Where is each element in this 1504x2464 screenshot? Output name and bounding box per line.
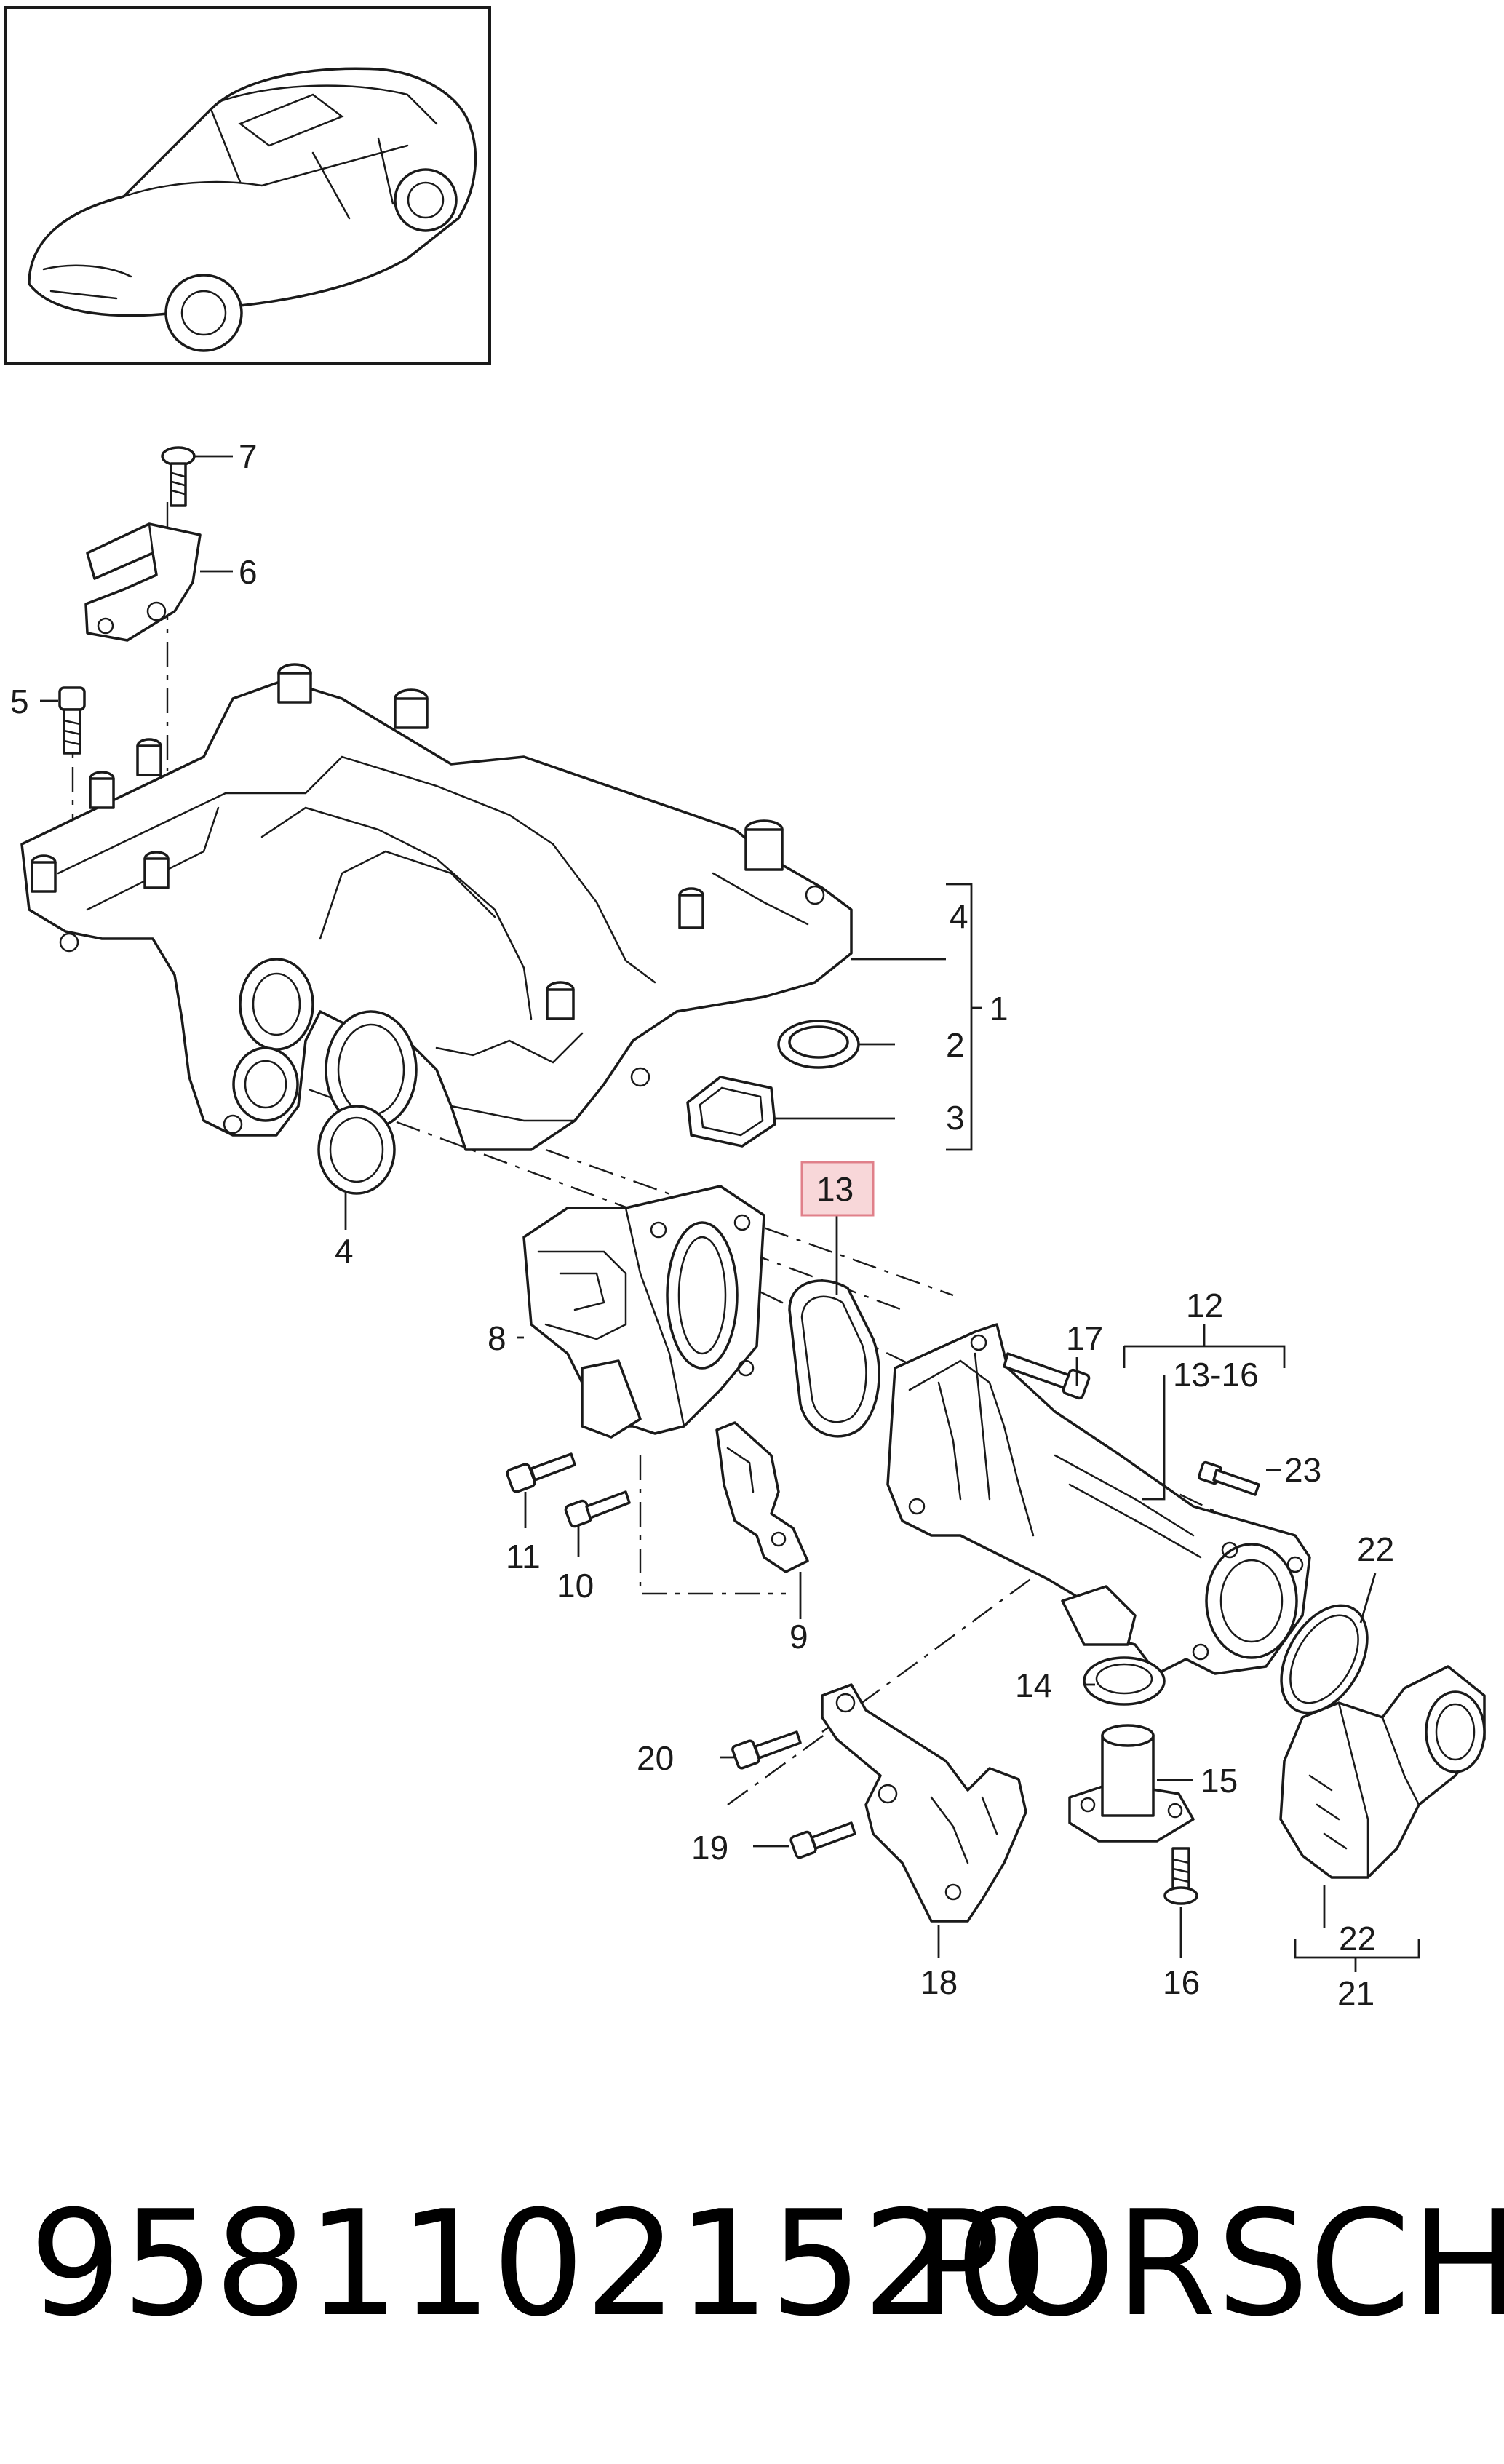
callout-8: 8 [488, 1319, 506, 1357]
part-number: 95811021520 [29, 2179, 1048, 2349]
part-8-throttle-body [522, 1185, 765, 1439]
part-14-seal-ring [1083, 1656, 1166, 1706]
callout-17: 17 [1066, 1319, 1103, 1357]
callout-6: 6 [239, 553, 258, 591]
callout-22-actuator: 22 [1339, 1920, 1376, 1958]
part-2-seal-ring [777, 1020, 860, 1069]
part-10-bolt [564, 1490, 631, 1528]
part-12-intake-pipe [886, 1323, 1311, 1675]
part-6-bracket [84, 522, 202, 642]
callout-14: 14 [1015, 1666, 1052, 1704]
callout-15: 15 [1201, 1762, 1238, 1800]
callout-18: 18 [920, 1963, 958, 2001]
part-9-clip [715, 1421, 809, 1573]
callout-2: 2 [946, 1026, 965, 1064]
part-15-flange-sleeve [1068, 1724, 1195, 1843]
part-23-screw [1198, 1460, 1260, 1496]
part-19-bolt [789, 1821, 856, 1859]
callout-13-16: 13-16 [1173, 1356, 1259, 1394]
callout-5: 5 [10, 683, 29, 720]
callout-20: 20 [637, 1739, 674, 1777]
callout-12: 12 [1186, 1287, 1223, 1324]
part-13-gasket [788, 1279, 880, 1438]
part-4-o-rings [317, 1010, 418, 1195]
callout-22-ring: 22 [1357, 1530, 1394, 1568]
vehicle-thumbnail [4, 6, 491, 365]
part-5-bolt [58, 686, 86, 755]
callout-11: 11 [506, 1538, 541, 1575]
part-7-screw [161, 446, 196, 507]
callout-19: 19 [691, 1829, 728, 1867]
brand-name: PORSCHE [913, 2179, 1504, 2349]
callout-7: 7 [239, 437, 258, 475]
callout-9: 9 [789, 1618, 808, 1656]
callout-10: 10 [557, 1567, 594, 1605]
callout-23: 23 [1284, 1451, 1321, 1489]
callout-4-top: 4 [950, 897, 968, 935]
callout-3: 3 [946, 1099, 965, 1137]
callout-21: 21 [1337, 1974, 1374, 2012]
part-18-bracket [821, 1683, 1027, 1923]
part-20-bolt [731, 1730, 802, 1770]
callout-labels: 7 6 5 4 1 2 3 4 8 13 17 12 13-16 23 22 1… [10, 437, 1394, 2012]
part-21-actuator-assembly [1279, 1665, 1486, 1879]
part-3-square-gasket [686, 1076, 776, 1148]
part-22-o-ring [1280, 1604, 1369, 1714]
callout-16: 16 [1163, 1963, 1200, 2001]
car-illustration-icon [28, 67, 477, 352]
callout-13: 13 [816, 1170, 854, 1208]
part-16-screw [1163, 1847, 1198, 1905]
leader-lines [40, 455, 1420, 1972]
callout-4-bottom: 4 [335, 1232, 354, 1270]
part-11-bolt [506, 1452, 576, 1493]
part-1-intake-manifold [20, 663, 853, 1151]
highlight-box [800, 1161, 875, 1217]
footer-caption: 95811021520 PORSCHE [29, 2179, 1504, 2349]
callout-1: 1 [990, 990, 1008, 1028]
